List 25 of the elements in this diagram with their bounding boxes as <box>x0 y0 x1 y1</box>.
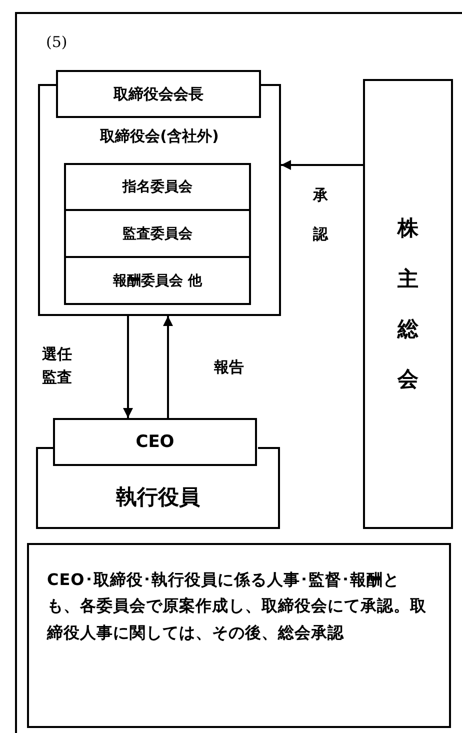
ceo-box <box>53 418 257 466</box>
edge-label: 選任監査 <box>42 344 73 388</box>
committee-text: 指名委員会 <box>122 178 192 196</box>
chairman-box <box>56 70 261 118</box>
executives-text: 執行役員 <box>116 484 200 510</box>
note-box <box>27 543 451 728</box>
edge-label: 報告 <box>214 357 244 378</box>
committee-box <box>64 256 251 305</box>
executives-box <box>36 466 280 529</box>
arrow <box>281 160 363 170</box>
edge-label: 承認 <box>313 185 328 245</box>
committee-box <box>64 209 251 258</box>
committee-box <box>64 163 251 211</box>
board-box <box>38 117 281 316</box>
arrow <box>123 316 133 418</box>
arrow <box>163 316 173 418</box>
ceo-text: CEO <box>136 432 174 452</box>
shareholders-text: 株主総会 <box>398 215 418 394</box>
board-text: 取締役会(含社外) <box>100 127 219 146</box>
committee-text: 監査委員会 <box>122 224 192 242</box>
section-number: (5) <box>46 33 68 51</box>
shareholders-box <box>363 79 453 529</box>
note-text: CEO･取締役･執行役員に係る人事･監督･報酬とも、各委員会で原案作成し、取締役会にて承認。取締役人事に関しては、その後、総会承認 <box>47 569 428 644</box>
chairman-text: 取締役会会長 <box>114 84 204 104</box>
committee-text: 報酬委員会 他 <box>113 272 202 290</box>
